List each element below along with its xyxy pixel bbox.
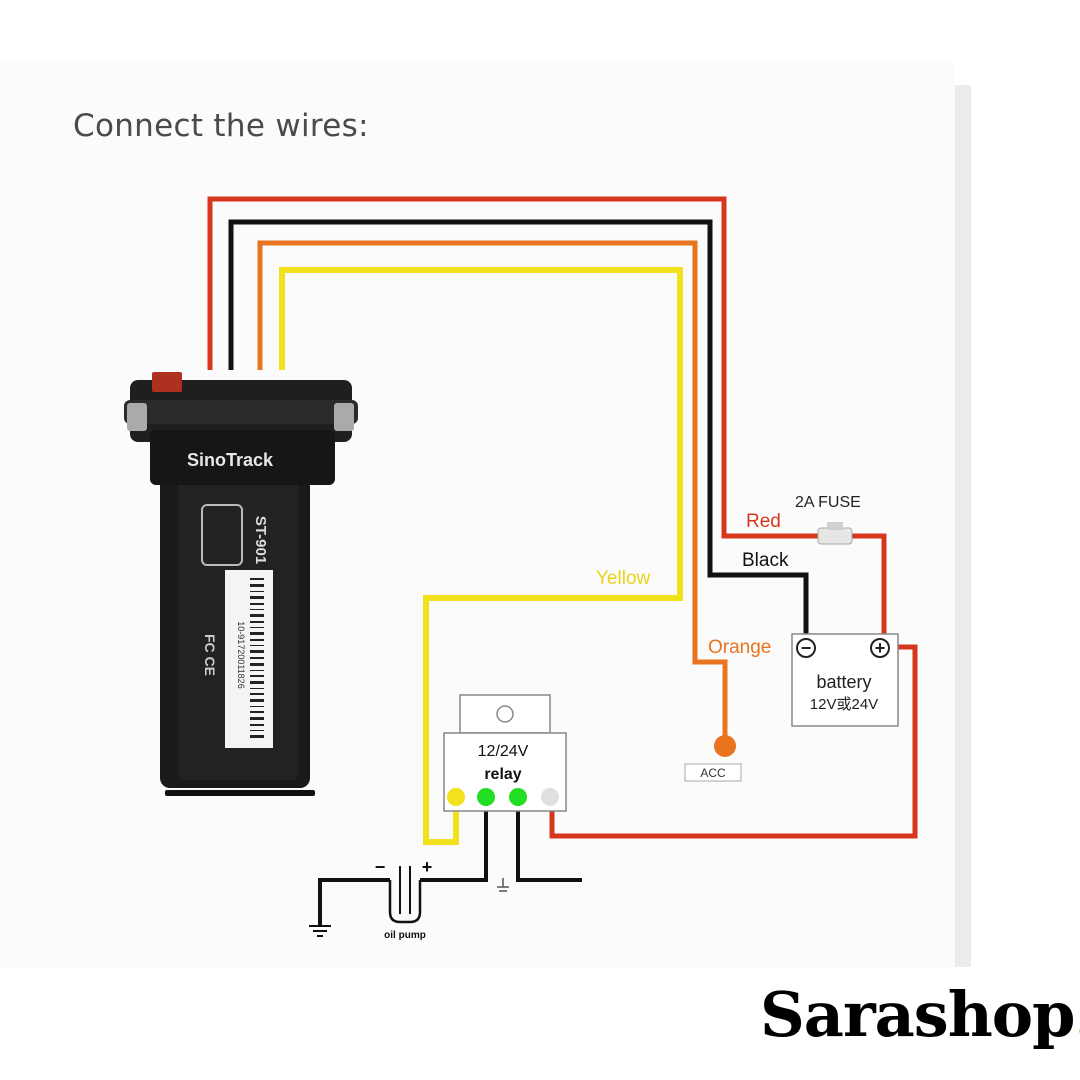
panel-edge bbox=[955, 85, 971, 967]
fuse bbox=[817, 522, 853, 545]
battery-label: battery bbox=[816, 672, 871, 692]
barcode bbox=[250, 578, 264, 738]
orange-wire-label: Orange bbox=[708, 637, 771, 658]
brand-dot: . bbox=[1074, 978, 1080, 1051]
ground-icon bbox=[309, 925, 331, 937]
serial-label-sticker bbox=[225, 570, 273, 748]
device-cert-marks: FC CE bbox=[202, 634, 218, 676]
red-wire-fuse-to-battery bbox=[850, 533, 887, 640]
battery-voltage: 12V或24V bbox=[810, 696, 878, 713]
fuse-label: 2A FUSE bbox=[795, 494, 861, 511]
brand-name: Sarashop bbox=[760, 978, 1075, 1051]
acc-terminal bbox=[714, 735, 736, 757]
oil-pump bbox=[388, 866, 422, 924]
relay bbox=[443, 694, 567, 812]
gps-tracker-device: SinoTrack ST-901 bbox=[124, 372, 358, 796]
device-brand-text: SinoTrack bbox=[187, 450, 274, 470]
oil-pump-plus: + bbox=[422, 857, 433, 877]
acc-label: ACC bbox=[700, 766, 726, 780]
black-wire bbox=[228, 219, 809, 640]
brand-watermark: Sarashop. bbox=[760, 978, 1080, 1051]
relay-pin-yellow bbox=[447, 788, 465, 806]
orange-wire bbox=[257, 240, 728, 740]
device-model-text: ST-901 bbox=[252, 516, 269, 564]
acc-label-box bbox=[684, 763, 742, 782]
device-serial-text: 10-91720011826 bbox=[236, 621, 246, 688]
black-wire-label: Black bbox=[742, 550, 789, 571]
relay-wire-to-pump bbox=[420, 806, 488, 882]
relay-pin-grey bbox=[541, 788, 559, 806]
battery-minus-symbol: − bbox=[801, 638, 812, 658]
yellow-wire-label: Yellow bbox=[596, 568, 651, 589]
yellow-wire bbox=[279, 267, 683, 845]
battery-plus-symbol: + bbox=[875, 638, 886, 658]
battery bbox=[791, 633, 899, 727]
relay-voltage: 12/24V bbox=[478, 743, 529, 760]
relay-wire-to-switch bbox=[516, 806, 582, 882]
red-wire-relay-to-battery bbox=[549, 644, 918, 839]
oil-pump-minus: − bbox=[375, 857, 386, 877]
relay-pin-green-1 bbox=[477, 788, 495, 806]
relay-pin-green-2 bbox=[509, 788, 527, 806]
diagram-panel bbox=[0, 62, 955, 967]
oil-pump-label: oil pump bbox=[384, 930, 426, 941]
relay-label: relay bbox=[484, 766, 521, 783]
pump-ground-wire bbox=[318, 878, 390, 925]
sim-slot bbox=[201, 504, 243, 566]
diagram-heading: Connect the wires: bbox=[73, 108, 369, 144]
red-wire bbox=[207, 196, 820, 539]
switch-ground-icon bbox=[497, 878, 509, 892]
red-wire-label: Red bbox=[746, 511, 781, 532]
